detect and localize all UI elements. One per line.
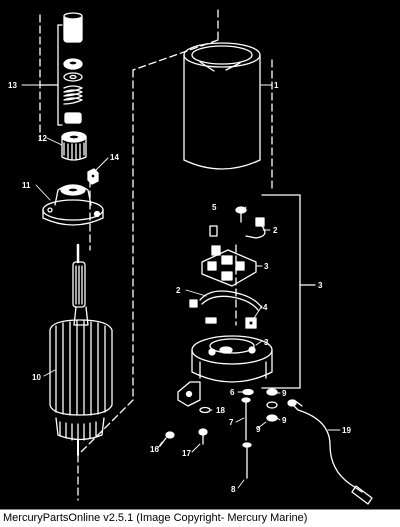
callout-6: 6: [230, 388, 235, 397]
battery-cable: [287, 399, 373, 505]
callout-9-right: 9: [282, 416, 287, 425]
callout-labels: 1 2 2 3 3 3 4 5 6 7 8 9 9 9 10 11 12 13 …: [8, 81, 351, 494]
screw-17: [198, 428, 208, 445]
callout-11: 11: [22, 181, 31, 190]
drive-collar: [64, 112, 82, 124]
leader-lines: [21, 84, 341, 489]
callout-5: 5: [212, 203, 217, 212]
brush-spring-clip: [189, 290, 263, 324]
copyright-footer: MercuryPartsOnline v2.5.1 (Image Copyrig…: [0, 509, 400, 527]
nuts-9: [266, 388, 278, 422]
drive-nut: [63, 58, 83, 70]
callout-9-top: 9: [282, 389, 287, 398]
callout-1: 1: [274, 81, 279, 90]
drive-end-cap: [42, 184, 104, 226]
washer-18: [199, 406, 211, 414]
small-nut: [87, 168, 99, 185]
washer-6: [242, 388, 254, 396]
drive-washer: [63, 72, 83, 82]
drive-spring: [63, 85, 83, 105]
callout-4: 4: [263, 303, 268, 312]
brush-assembly-bracket: [261, 194, 316, 389]
callout-8: 8: [231, 485, 236, 494]
brush-holder: [201, 225, 257, 287]
commutator-end-cap: [191, 335, 273, 383]
callout-16: 16: [150, 445, 159, 454]
starter-frame: [183, 42, 261, 170]
drive-kit-bracket: [39, 24, 63, 126]
screw: [235, 206, 247, 223]
mounting-bracket: [177, 381, 201, 407]
assembly-guide-lines: [39, 9, 273, 501]
callout-18: 18: [216, 406, 225, 415]
callout-7: 7: [229, 418, 234, 427]
callout-2-lower: 2: [176, 286, 181, 295]
callout-3-endcap: 3: [264, 338, 269, 347]
callout-19: 19: [342, 426, 351, 435]
callout-12: 12: [38, 134, 47, 143]
through-bolt-7: [241, 397, 251, 441]
callout-17: 17: [182, 449, 191, 458]
callout-9-left: 9: [256, 425, 261, 434]
footer-caption: MercuryPartsOnline v2.5.1 (Image Copyrig…: [3, 512, 308, 524]
callout-2-upper: 2: [273, 226, 278, 235]
callout-10: 10: [32, 373, 41, 382]
armature: [49, 243, 113, 456]
brush-upper: [245, 217, 266, 239]
through-bolt-8: [242, 442, 252, 479]
callout-14: 14: [110, 153, 119, 162]
insulator-block: [245, 317, 257, 329]
callout-3-assembly: 3: [318, 281, 323, 290]
callout-3-holder: 3: [264, 262, 269, 271]
drive-cap: [63, 12, 83, 43]
screw-16: [159, 431, 175, 447]
drive-pinion: [61, 131, 87, 161]
callout-13: 13: [8, 81, 17, 90]
